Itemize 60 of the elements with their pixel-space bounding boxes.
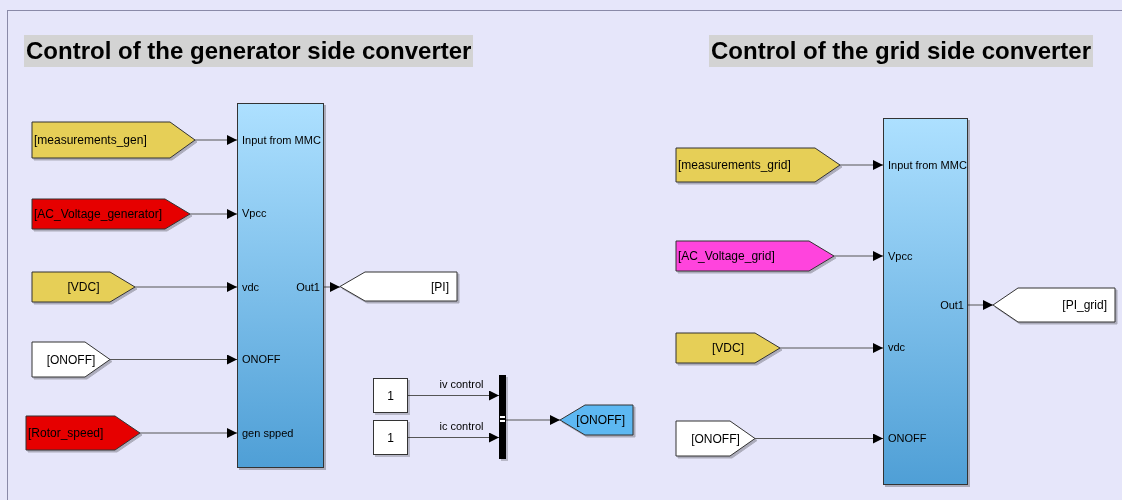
port-label: vdc — [888, 341, 906, 354]
port-label: vdc — [242, 281, 260, 294]
from-tag — [676, 421, 755, 456]
port-label: ONOFF — [242, 353, 281, 366]
tag-label: [AC_Voltage_generator] — [34, 207, 163, 221]
subsystem-block — [237, 103, 324, 468]
tag-label: [AC_Voltage_grid] — [678, 249, 775, 263]
signal-line — [189, 209, 238, 219]
port-label: gen spped — [242, 427, 294, 440]
from-tag — [32, 272, 135, 302]
edge-label: iv control — [439, 377, 484, 391]
tag-label: [ONOFF] — [46, 352, 96, 367]
tag-label: [PI] — [431, 279, 449, 294]
from-tag — [676, 241, 834, 271]
port-label: Vpcc — [242, 207, 267, 220]
tag-label: [measurements_grid] — [678, 158, 791, 172]
tag-label: [measurements_gen] — [34, 133, 147, 147]
signal-line — [407, 390, 500, 401]
signal-line — [839, 160, 884, 170]
tag-label: [VDC] — [712, 341, 744, 355]
from-tag — [32, 122, 195, 158]
signal-line — [407, 432, 500, 443]
from-tag — [676, 148, 840, 182]
signal-line — [323, 282, 341, 292]
tag-label: [ONOFF] — [691, 431, 740, 446]
signal-line — [967, 300, 994, 310]
port-label: Vpcc — [888, 250, 913, 263]
port-label: Out1 — [940, 299, 964, 312]
signal-line — [505, 415, 561, 425]
signal-line — [194, 135, 238, 145]
constant-value: 1 — [387, 388, 394, 403]
port-label: Input from MMC — [888, 159, 967, 172]
edge-label: ic control — [439, 419, 484, 433]
tag-label: [PI_grid] — [1062, 298, 1107, 312]
tag-label: [Rotor_speed] — [28, 426, 104, 440]
section-heading: Control of the generator side converter — [24, 35, 474, 67]
tag-label: [VDC] — [67, 280, 100, 294]
subsystem-block — [883, 118, 968, 485]
signal-line — [139, 428, 238, 438]
signal-line — [754, 433, 884, 444]
from-tag — [26, 416, 140, 450]
mux-bar — [499, 375, 506, 459]
port-label: Out1 — [296, 281, 320, 294]
from-tag — [32, 199, 190, 229]
constant-block — [373, 378, 408, 413]
from-tag — [32, 342, 110, 377]
port-label: Input from MMC — [242, 134, 321, 147]
port-label: ONOFF — [888, 432, 927, 445]
signal-line — [833, 251, 884, 261]
signal-line — [109, 354, 238, 365]
signal-line — [779, 343, 884, 353]
signal-line — [134, 282, 238, 292]
constant-block — [373, 420, 408, 455]
section-heading: Control of the grid side converter — [709, 35, 1094, 67]
tag-label: [ONOFF] — [576, 413, 625, 427]
constant-value: 1 — [387, 430, 394, 445]
goto-tag — [993, 288, 1115, 322]
goto-tag — [560, 405, 633, 435]
goto-tag — [340, 272, 457, 301]
from-tag — [676, 333, 780, 363]
